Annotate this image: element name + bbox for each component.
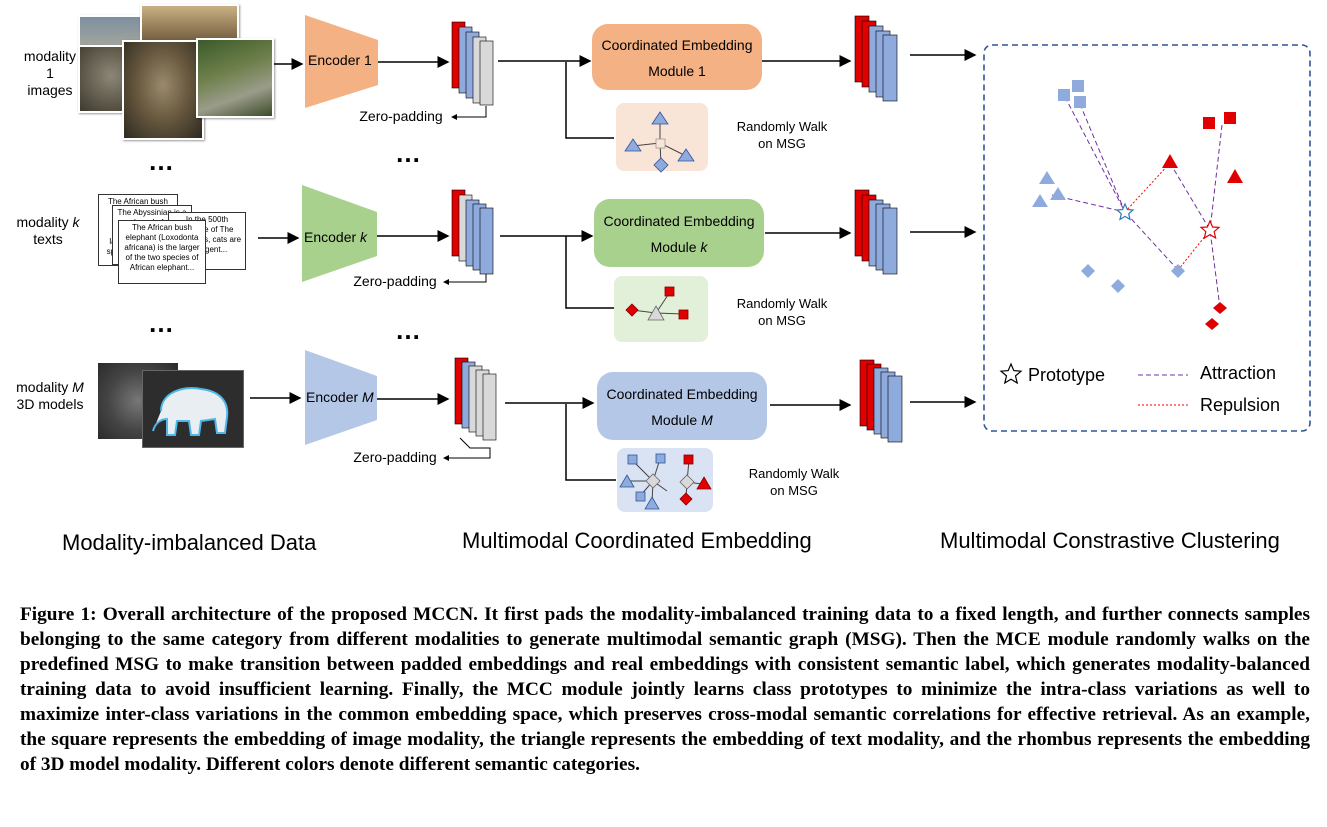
modality-m-label: modality M 3D models (8, 379, 92, 413)
ellipsis-data-2: … (148, 308, 178, 338)
clustering-space (1032, 80, 1243, 330)
text-doc-4: The African bush elephant (Loxodonta afr… (118, 220, 206, 284)
module-m-box: Coordinated Embedding Module M (597, 372, 767, 440)
modality-m-prefix: modality (16, 379, 73, 395)
legend-attraction-label: Attraction (1200, 363, 1277, 383)
msg-graph-1 (616, 103, 708, 173)
section-title-clustering: Multimodal Constrastive Clustering (940, 528, 1280, 553)
photo-cat (122, 40, 204, 140)
encoder-m-shape (305, 350, 377, 445)
output-stack-k (854, 189, 898, 275)
modality-m-line2: 3D models (16, 396, 84, 412)
architecture-diagram (250, 15, 1311, 512)
row-3-arrows (250, 392, 977, 481)
modality-1-line1: modality 1 (23, 48, 77, 81)
modality-k-prefix: modality (16, 214, 73, 230)
modality-k-line2: texts (33, 231, 63, 247)
module-k-box: Coordinated Embedding Module k (594, 199, 764, 267)
ellipsis-feat-1: … (395, 138, 425, 168)
feature-stack-m (454, 357, 497, 441)
prototype-star-blue (1115, 202, 1135, 221)
prototype-star-red (1199, 219, 1221, 240)
legend-prototype-label: Prototype (1028, 365, 1106, 385)
section-title-embedding: Multimodal Coordinated Embedding (462, 528, 812, 553)
figure-caption: Figure 1: Overall architecture of the pr… (20, 604, 1310, 775)
encoder-k-label: Encoder k (304, 229, 368, 245)
modality-1-line2: images (27, 82, 73, 98)
encoder-k-shape (302, 185, 377, 282)
feature-stack-1 (451, 21, 494, 106)
modality-k-label: modality k texts (8, 214, 88, 248)
modality-m-var: M (72, 379, 84, 395)
zero-padding-k-label: Zero-padding (353, 273, 437, 289)
ellipsis-feat-2: … (395, 315, 425, 345)
model-thumb-elephant (142, 370, 244, 448)
clustering-panel-border (983, 44, 1311, 432)
output-stack-1 (854, 15, 898, 102)
zero-padding-1-label: Zero-padding (359, 108, 443, 124)
encoder-1-label: Encoder 1 (308, 52, 372, 68)
module-1-box: Coordinated Embedding Module 1 (592, 24, 762, 90)
encoder-1-shape (305, 15, 378, 108)
legend-star-icon (999, 362, 1023, 385)
output-stack-m (859, 359, 903, 443)
row-1-arrows (272, 49, 977, 139)
legend-repulsion-label: Repulsion (1200, 395, 1281, 415)
section-title-data: Modality-imbalanced Data (62, 530, 317, 555)
msg-graph-k (614, 276, 708, 342)
modality-1-label: modality 1 images (20, 48, 80, 99)
photo-cat-2 (196, 38, 274, 118)
feature-stack-k (451, 189, 494, 275)
zero-padding-m-label: Zero-padding (353, 449, 437, 465)
row-2-arrows (258, 226, 977, 309)
encoder-m-label: Encoder M (306, 389, 374, 405)
msg-graph-m (617, 448, 713, 512)
ellipsis-data-1: … (148, 146, 178, 176)
modality-k-var: k (72, 214, 80, 230)
